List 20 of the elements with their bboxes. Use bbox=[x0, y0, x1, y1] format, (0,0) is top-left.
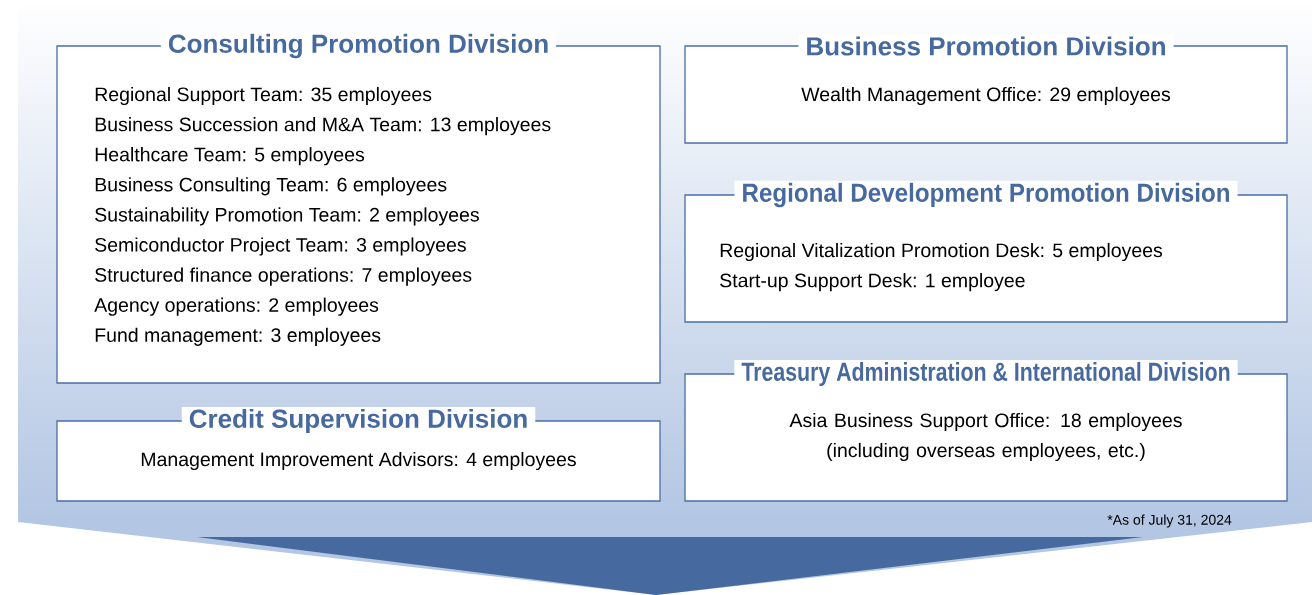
staff-line: Agency operations: 2 employees bbox=[94, 297, 379, 316]
division-heading: Regional Development Promotion Division bbox=[734, 180, 1238, 210]
division-heading: Business Promotion Division bbox=[798, 34, 1174, 58]
staff-line: Business Consulting Team: 6 employees bbox=[95, 177, 447, 196]
staff-line: Asia Business Support Office: 18 employees (including overseas employees, etc.) bbox=[789, 412, 1182, 462]
staff-line: Business Succession and M&A Team: 13 employees bbox=[95, 117, 551, 136]
staff-line: Regional Support Team: 35 employees bbox=[95, 86, 432, 106]
division-heading: Treasury Administration & International Division bbox=[734, 359, 1238, 389]
staff-line: Start-up Support Desk: 1 employee bbox=[720, 273, 1025, 292]
staff-line: Management Improvement Advisors: 4 employees bbox=[141, 451, 576, 471]
footnote: *As of July 31, 2024 bbox=[1107, 514, 1232, 528]
staff-line: Semiconductor Project Team: 3 employees bbox=[95, 237, 466, 256]
staff-line: Wealth Management Office: 29 employees bbox=[801, 86, 1171, 106]
division-heading: Credit Supervision Division bbox=[181, 406, 536, 436]
staff-line: Healthcare Team: 5 employees bbox=[95, 147, 365, 166]
staff-line: Regional Vitalization Promotion Desk: 5 employees bbox=[720, 242, 1163, 262]
staff-line: Structured finance operations: 7 employees bbox=[95, 267, 472, 286]
division-heading: Consulting Promotion Division bbox=[160, 31, 557, 61]
staff-line: Sustainability Promotion Team: 2 employees bbox=[95, 207, 479, 226]
staff-line: Fund management: 3 employees bbox=[95, 327, 381, 346]
